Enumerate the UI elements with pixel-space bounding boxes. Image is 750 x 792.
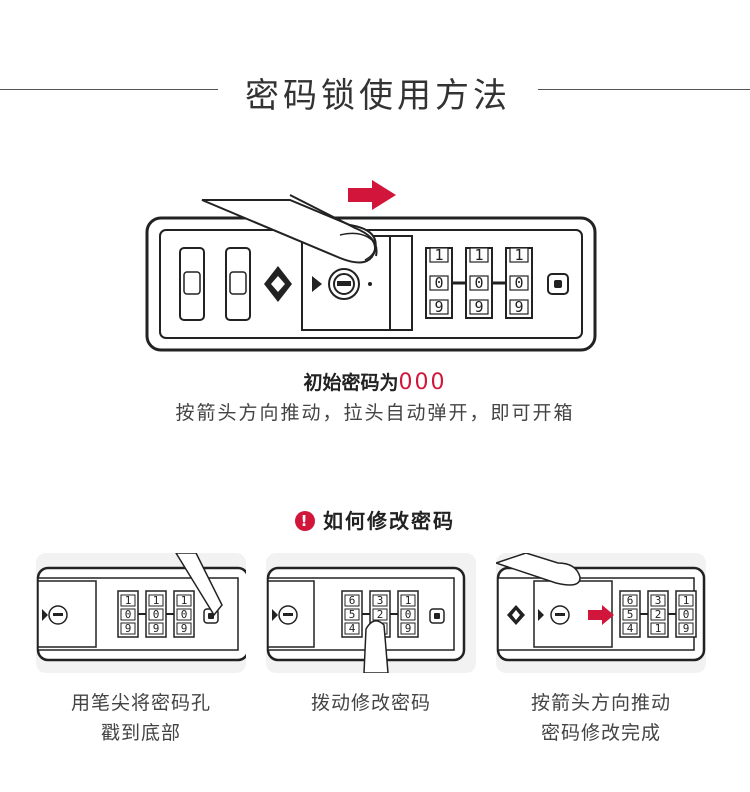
dial-digit: 1 <box>434 246 443 264</box>
dial-digit: 1 <box>153 594 160 607</box>
dial-digit: 2 <box>377 608 384 621</box>
title-divider-left <box>0 89 218 90</box>
step-3-caption: 按箭头方向推动 密码修改完成 <box>486 688 716 748</box>
combination-dials[interactable]: 1 0 9 1 0 9 1 0 9 <box>425 246 533 319</box>
dial-digit: 3 <box>655 594 662 607</box>
dial-digit: 9 <box>125 622 132 635</box>
dial-digit: 1 <box>474 246 483 264</box>
dial-digit: 5 <box>627 608 634 621</box>
keyhole-icon <box>328 268 360 300</box>
dial-digit: 0 <box>683 608 690 621</box>
arrow-right-icon <box>348 180 396 210</box>
dial-digit: 5 <box>349 608 356 621</box>
title-divider-right <box>538 89 750 90</box>
dial-digit: 0 <box>434 274 443 292</box>
step-3-caption-line1: 按箭头方向推动 <box>530 692 671 714</box>
dial-digit: 9 <box>683 622 690 635</box>
dial-digit: 0 <box>474 274 483 292</box>
dial-digit: 1 <box>683 594 690 607</box>
initial-code-line: 初始密码为000 <box>0 368 750 395</box>
dial-digit: 9 <box>405 622 412 635</box>
finger-icon <box>201 194 378 264</box>
dial-digit: 9 <box>153 622 160 635</box>
dial-digit: 3 <box>377 594 384 607</box>
finger-icon <box>175 553 223 617</box>
dial-digit: 0 <box>514 274 523 292</box>
dial-digit: 0 <box>181 608 188 621</box>
dial-digit: 6 <box>349 594 356 607</box>
dial-digit: 0 <box>125 608 132 621</box>
page-title: 密码锁使用方法 <box>245 76 511 116</box>
step-1-caption-line1: 用笔尖将密码孔 <box>70 692 211 714</box>
step-2-caption-line1: 拨动修改密码 <box>310 692 431 714</box>
dial-digit: 4 <box>349 622 356 635</box>
dial-digit: 1 <box>514 246 523 264</box>
warning-icon: ! <box>295 511 315 531</box>
dial-digit: 1 <box>405 594 412 607</box>
finger-icon <box>496 553 581 586</box>
lock-illustration: 1 0 9 1 0 9 1 0 9 <box>145 180 597 352</box>
dial-digit: 4 <box>627 622 634 635</box>
dial-digit: 0 <box>153 608 160 621</box>
how-title: 如何修改密码 <box>323 509 455 533</box>
dial-digit: 9 <box>434 298 443 316</box>
initial-code-label: 初始密码为 <box>303 372 399 394</box>
step-1-caption: 用笔尖将密码孔 戳到底部 <box>26 688 256 748</box>
step-1-caption-line2: 戳到底部 <box>100 722 181 744</box>
arrow-right-icon <box>588 605 614 625</box>
dial-digit: 0 <box>405 608 412 621</box>
how-to-change-heading: ! 如何修改密码 <box>0 505 750 534</box>
dial-digit: 1 <box>125 594 132 607</box>
step-3-caption-line2: 密码修改完成 <box>540 722 661 744</box>
open-instruction: 按箭头方向推动，拉头自动弹开，即可开箱 <box>175 402 575 424</box>
zipper-slot-left <box>179 247 205 321</box>
dial-digit: 9 <box>474 298 483 316</box>
finger-icon <box>363 620 389 673</box>
dial-digit: 9 <box>514 298 523 316</box>
zipper-slot-right <box>225 247 251 321</box>
diamond-logo-icon <box>264 266 292 302</box>
initial-code-value: 000 <box>398 370 447 395</box>
step-2-caption: 拨动修改密码 <box>256 688 486 718</box>
title-row: 密码锁使用方法 <box>0 62 750 116</box>
dial-digit: 1 <box>655 622 662 635</box>
dial-digit: 1 <box>181 594 188 607</box>
dial-digit: 9 <box>181 622 188 635</box>
dial-digit: 2 <box>655 608 662 621</box>
dial-digit: 6 <box>627 594 634 607</box>
